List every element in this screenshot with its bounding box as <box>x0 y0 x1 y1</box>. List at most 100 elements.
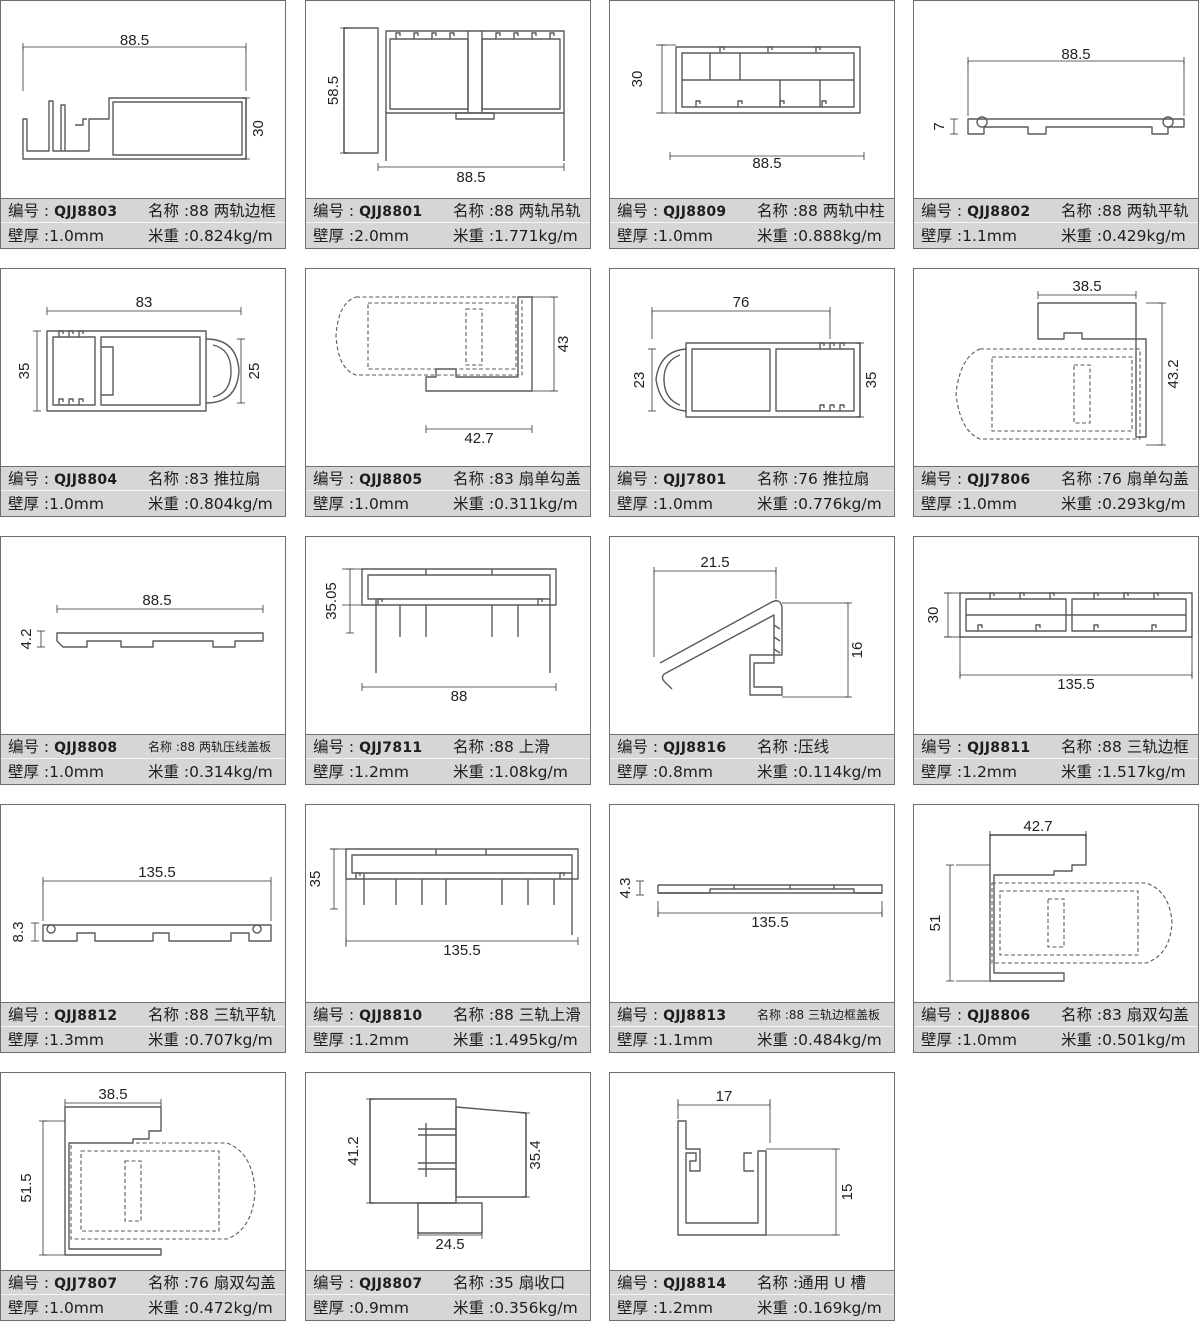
wall-cell: 壁厚 :1.3mm <box>8 1028 140 1052</box>
profile-name: 35 扇收口 <box>494 1274 566 1292</box>
name-cell: 名称 :88 三轨边框 <box>1061 735 1198 759</box>
profile-code: QJJ8804 <box>54 472 118 488</box>
weight-prefix: 米重 : <box>757 495 799 513</box>
dimension-label: 35.05 <box>323 582 340 620</box>
wall-prefix: 壁厚 : <box>617 227 659 245</box>
profile-svg: 88.57 <box>931 46 1185 135</box>
code-cell: 编号 : QJJ8808 <box>8 735 140 759</box>
profile-name: 88 两轨边框 <box>189 202 276 220</box>
profile-code: QJJ8807 <box>359 1276 423 1292</box>
profile-code: QJJ8813 <box>663 1008 727 1024</box>
wall-prefix: 壁厚 : <box>617 763 659 781</box>
code-prefix: 编号 : <box>921 470 968 488</box>
code-prefix: 编号 : <box>617 1006 664 1024</box>
code-cell: 编号 : QJJ8811 <box>921 735 1053 759</box>
code-prefix: 编号 : <box>617 470 664 488</box>
weight-prefix: 米重 : <box>757 1031 799 1049</box>
weight-prefix: 米重 : <box>757 1299 799 1317</box>
code-cell: 编号 : QJJ8804 <box>8 467 140 491</box>
code-cell: 编号 : QJJ7806 <box>921 467 1053 491</box>
weight-cell: 米重 :0.824kg/m <box>148 224 285 248</box>
code-prefix: 编号 : <box>921 202 968 220</box>
profile-name: 88 三轨上滑 <box>494 1006 581 1024</box>
wall-prefix: 壁厚 : <box>617 1299 659 1317</box>
name-prefix: 名称 : <box>148 1006 190 1024</box>
weight-cell: 米重 :0.293kg/m <box>1061 492 1198 516</box>
wall-cell: 壁厚 :1.1mm <box>921 224 1053 248</box>
dimension-label: 8.3 <box>10 922 27 943</box>
wall-thickness: 0.8mm <box>658 763 714 781</box>
code-cell: 编号 : QJJ8812 <box>8 1003 140 1027</box>
wall-thickness: 2.0mm <box>354 227 410 245</box>
dimension-label: 88.5 <box>142 592 171 609</box>
name-cell: 名称 :88 三轨平轨 <box>148 1003 285 1027</box>
meter-weight: 0.311kg/m <box>494 495 578 513</box>
weight-cell: 米重 :0.356kg/m <box>453 1296 590 1320</box>
dimension-label: 4.2 <box>18 629 35 650</box>
code-prefix: 编号 : <box>313 1274 360 1292</box>
dimension-label: 15 <box>839 1184 856 1201</box>
dimension-label: 88.5 <box>120 32 149 49</box>
name-cell: 名称 :35 扇收口 <box>453 1271 590 1295</box>
code-cell: 编号 : QJJ8816 <box>617 735 749 759</box>
name-cell: 名称 :76 扇单勾盖 <box>1061 467 1198 491</box>
wall-thickness: 0.9mm <box>354 1299 410 1317</box>
wall-prefix: 壁厚 : <box>921 495 963 513</box>
profile-code: QJJ7811 <box>359 740 423 756</box>
wall-thickness: 1.2mm <box>962 763 1018 781</box>
weight-prefix: 米重 : <box>148 763 190 781</box>
name-prefix: 名称 : <box>453 1006 495 1024</box>
meter-weight: 0.114kg/m <box>798 763 882 781</box>
wall-prefix: 壁厚 : <box>313 227 355 245</box>
meter-weight: 0.472kg/m <box>189 1299 273 1317</box>
code-prefix: 编号 : <box>8 470 55 488</box>
dimension-label: 35 <box>16 363 33 380</box>
weight-cell: 米重 :1.771kg/m <box>453 224 590 248</box>
wall-cell: 壁厚 :1.0mm <box>617 492 749 516</box>
name-prefix: 名称 : <box>1061 738 1103 756</box>
code-cell: 编号 : QJJ8814 <box>617 1271 749 1295</box>
wall-cell: 壁厚 :1.2mm <box>313 1028 445 1052</box>
dimension-label: 51.5 <box>18 1173 35 1202</box>
dimension-label: 41.2 <box>345 1136 362 1165</box>
info-row-wall-weight: 壁厚 :1.0mm 米重 :0.293kg/m <box>914 492 1198 516</box>
name-prefix: 名称 : <box>1061 202 1103 220</box>
profile-name: 76 扇双勾盖 <box>189 1274 276 1292</box>
meter-weight: 0.888kg/m <box>798 227 882 245</box>
weight-prefix: 米重 : <box>453 227 495 245</box>
dimension-label: 24.5 <box>435 1236 464 1253</box>
name-cell: 名称 :88 三轨上滑 <box>453 1003 590 1027</box>
profile-name: 83 扇单勾盖 <box>494 470 581 488</box>
wall-thickness: 1.1mm <box>962 227 1018 245</box>
wall-cell: 壁厚 :1.0mm <box>921 492 1053 516</box>
weight-prefix: 米重 : <box>148 1031 190 1049</box>
wall-prefix: 壁厚 : <box>8 227 50 245</box>
code-prefix: 编号 : <box>617 1274 664 1292</box>
meter-weight: 0.169kg/m <box>798 1299 882 1317</box>
